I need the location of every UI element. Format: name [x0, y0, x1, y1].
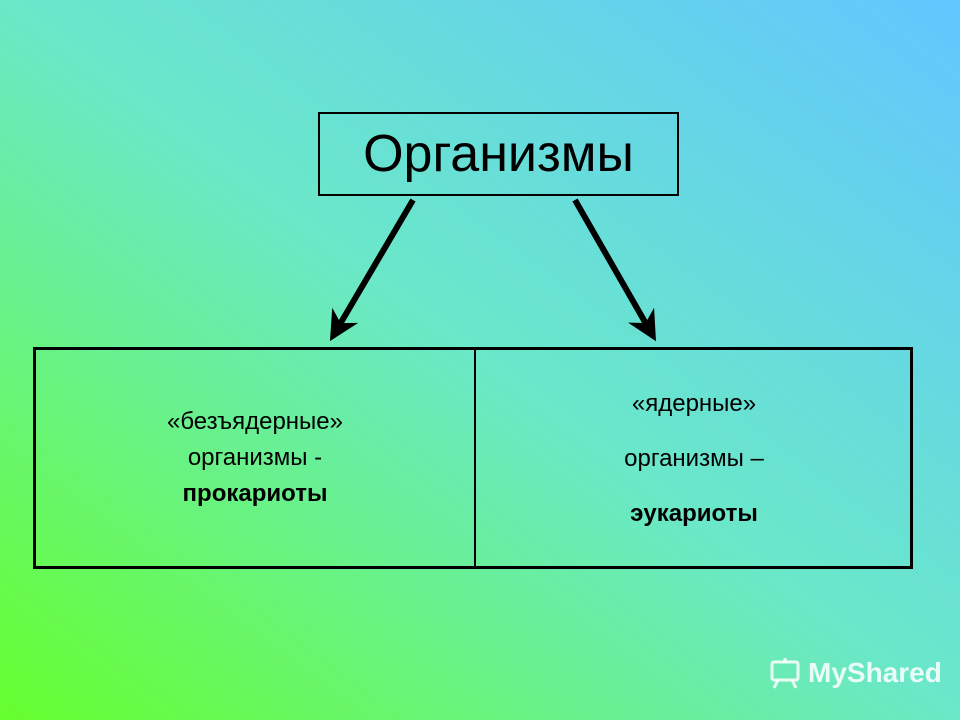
arrow-left	[329, 198, 416, 342]
eukaryotes-cell: «ядерные» организмы – эукариоты	[476, 350, 912, 566]
prokaryotes-cell: «безъядерные» организмы - прокариоты	[36, 350, 476, 566]
watermark: MyShared	[768, 656, 942, 690]
eukaryotes-line1: «ядерные»	[631, 389, 757, 417]
watermark-label: MyShared	[808, 657, 942, 688]
eukaryotes-line2: организмы –	[624, 444, 764, 472]
presentation-board-icon	[770, 658, 800, 689]
prokaryotes-line2: организмы -	[187, 444, 323, 471]
root-label: Организмы	[363, 125, 634, 183]
arrow-right	[572, 198, 656, 342]
classification-table: «безъядерные» организмы - прокариоты «яд…	[33, 347, 913, 569]
root-box: Организмы	[318, 112, 679, 196]
prokaryotes-line1: «безъядерные»	[166, 408, 343, 435]
prokaryotes-term: прокариоты	[182, 480, 328, 507]
eukaryotes-term: эукариоты	[630, 499, 758, 527]
